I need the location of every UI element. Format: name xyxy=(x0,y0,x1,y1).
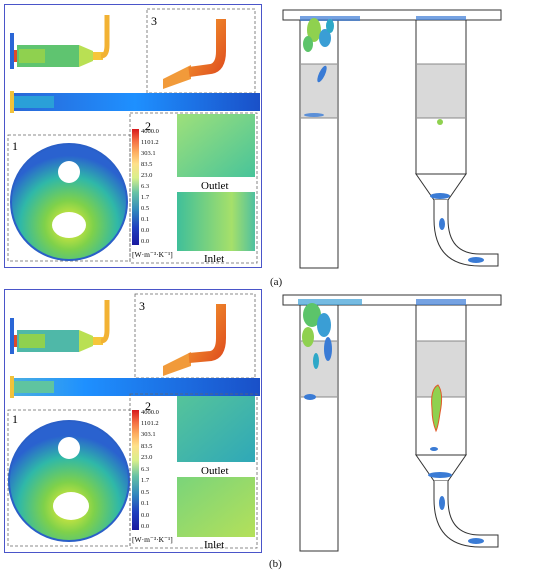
region-label-2: 2 xyxy=(145,119,151,133)
vortex-view-a xyxy=(282,9,502,269)
legend-tick: 0.0 xyxy=(141,227,149,234)
outlet-contour xyxy=(177,396,255,462)
color-legend-bar xyxy=(132,129,139,245)
legend-tick: 83.5 xyxy=(141,161,152,168)
inset-box-2 xyxy=(129,112,258,264)
cross-section-circle xyxy=(10,143,128,261)
region-label-3: 3 xyxy=(139,299,145,313)
inlet-contour xyxy=(177,192,255,251)
region-label-2: 2 xyxy=(145,399,151,413)
legend-ticks: 4000.0 1101.2 303.1 83.5 23.0 6.3 1.7 0.… xyxy=(141,128,159,245)
legend-tick: 0.0 xyxy=(141,238,149,245)
legend-tick: 0.1 xyxy=(141,216,149,223)
subfigure-label-b: (b) xyxy=(269,558,282,570)
legend-tick: 6.3 xyxy=(141,466,149,473)
subfigure-label-a: (a) xyxy=(270,276,283,288)
legend-tick: 4000.0 xyxy=(141,409,159,416)
region-label-1: 1 xyxy=(12,412,18,426)
legend-tick: 83.5 xyxy=(141,443,152,450)
legend-tick: 1.7 xyxy=(141,194,150,201)
pipe-outlet-3d xyxy=(163,304,226,376)
inlet-contour xyxy=(177,477,255,537)
contour-panel-a-svg: 3 1 2 xyxy=(7,8,260,265)
legend-ticks: 4000.0 1101.2 303.1 83.5 23.0 6.3 1.7 0.… xyxy=(141,409,159,530)
legend-tick: 4000.0 xyxy=(141,128,159,135)
vortex-view-b xyxy=(282,294,502,552)
vortex-structures xyxy=(300,16,484,263)
pipe-outlet-3d xyxy=(163,19,226,89)
horizontal-channel xyxy=(10,376,260,398)
legend-tick: 23.0 xyxy=(141,172,152,179)
inlet-label: Inlet xyxy=(204,253,224,265)
region-label-3: 3 xyxy=(151,14,157,28)
side-view-upper xyxy=(10,300,110,354)
legend-tick: 0.0 xyxy=(141,512,149,519)
legend-tick: 303.1 xyxy=(141,150,156,157)
subfigure-a: 3 1 2 xyxy=(4,4,502,288)
subfigure-b: 3 1 2 4000.0 1101 xyxy=(0,285,550,570)
horizontal-channel xyxy=(10,91,260,113)
inset-box-1 xyxy=(7,134,131,262)
side-view-upper xyxy=(10,15,110,69)
color-legend-bar xyxy=(132,410,139,530)
legend-tick: 1.7 xyxy=(141,477,150,484)
legend-tick: 6.3 xyxy=(141,183,149,190)
inlet-label: Inlet xyxy=(204,539,224,551)
legend-tick: 0.5 xyxy=(141,205,149,212)
legend-tick: 0.1 xyxy=(141,500,149,507)
region-label-1: 1 xyxy=(12,139,18,153)
cross-section-circle xyxy=(8,420,130,542)
legend-tick: 1101.2 xyxy=(141,139,159,146)
contour-panel-b: 3 1 2 4000.0 1101 xyxy=(4,289,262,553)
inset-box-2 xyxy=(129,393,258,549)
contour-panel-b-svg: 3 1 2 4000.0 1101 xyxy=(7,293,260,551)
inset-box-3 xyxy=(134,293,256,379)
outlet-label: Outlet xyxy=(201,180,229,192)
unit-label: [W·m⁻³·K⁻¹] xyxy=(132,250,173,259)
unit-label: [W·m⁻³·K⁻¹] xyxy=(132,535,173,544)
legend-tick: 303.1 xyxy=(141,431,156,438)
legend-tick: 23.0 xyxy=(141,454,152,461)
outlet-contour xyxy=(177,114,255,177)
legend-tick: 1101.2 xyxy=(141,420,159,427)
contour-panel-a: 3 1 2 xyxy=(4,4,262,268)
legend-tick: 0.0 xyxy=(141,523,149,530)
outlet-label: Outlet xyxy=(201,465,229,477)
legend-tick: 0.5 xyxy=(141,489,149,496)
vortex-structures xyxy=(298,299,484,544)
